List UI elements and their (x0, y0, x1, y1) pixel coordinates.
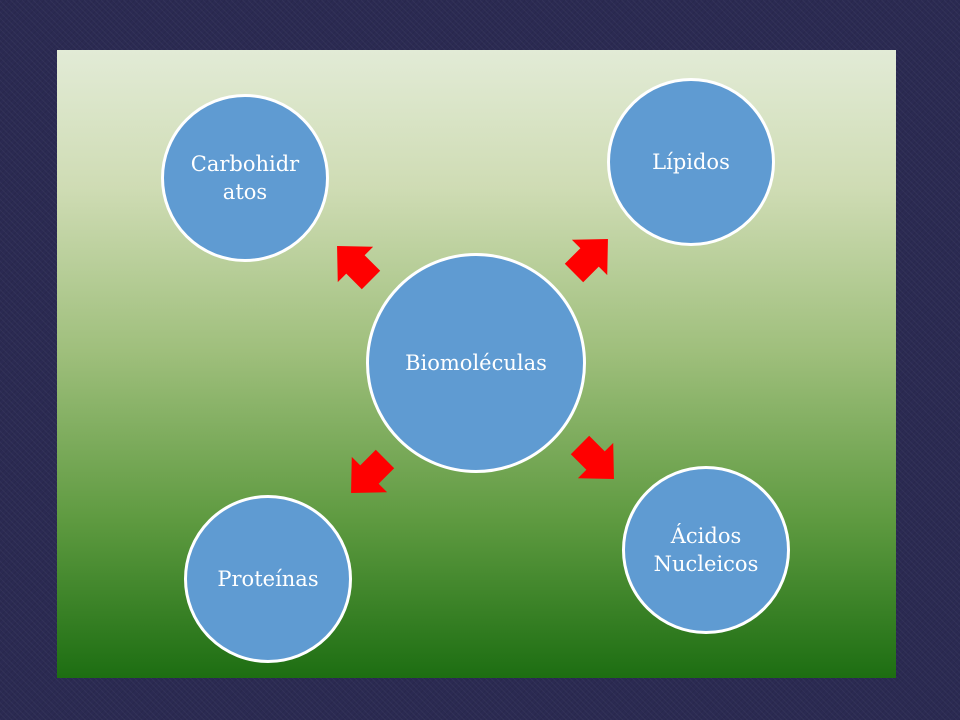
node-acidos-nucleicos-label-line1: Ácidos (670, 523, 742, 548)
node-carbohidratos-label-line2: atos (222, 180, 268, 204)
arrow-to-proteinas (351, 449, 395, 493)
node-acidos-nucleicos: Ácidos Nucleicos (622, 466, 790, 634)
node-carbohidratos-label-line1: Carbohidr (190, 151, 300, 176)
node-acidos-nucleicos-label-line2: Nucleicos (653, 552, 759, 576)
node-biomoleculas: Biomoléculas (366, 253, 586, 473)
node-biomoleculas-label: Biomoléculas (405, 350, 547, 375)
node-proteinas-label: Proteínas (217, 566, 319, 591)
node-carbohidratos: Carbohidr atos (161, 94, 329, 262)
arrow-to-carbohidratos (337, 246, 381, 290)
node-lipidos-label: Lípidos (652, 149, 730, 174)
arrow-to-lipidos (564, 239, 608, 283)
node-proteinas: Proteínas (184, 495, 352, 663)
arrow-to-acidos-nucleicos (570, 435, 614, 479)
node-lipidos: Lípidos (607, 78, 775, 246)
